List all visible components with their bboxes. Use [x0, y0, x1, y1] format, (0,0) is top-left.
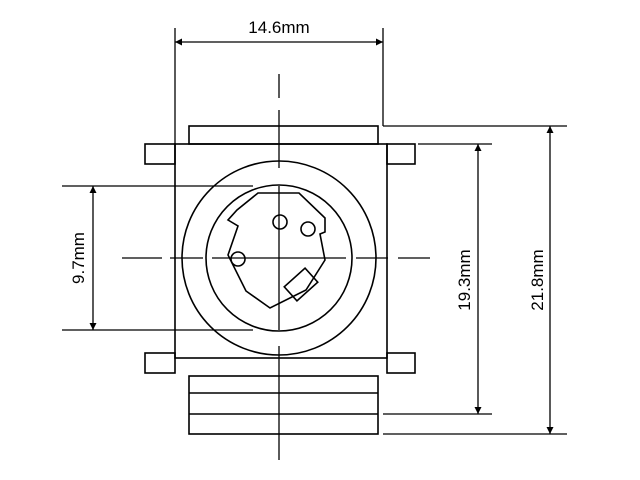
total-height-dimension: 21.8mm — [383, 125, 567, 435]
pin-left — [230, 251, 246, 267]
right-top-tab — [386, 143, 416, 165]
key-slot — [283, 266, 319, 303]
body-height-dimension: 19.3mm — [383, 143, 492, 415]
bottom-block — [188, 375, 379, 435]
connector-outline — [144, 125, 416, 435]
main-body — [174, 143, 388, 359]
left-top-tab — [144, 143, 176, 165]
center-lines — [122, 74, 430, 460]
inner-ring — [205, 184, 353, 332]
pin-top — [272, 214, 288, 230]
mini-din-insert — [226, 192, 326, 309]
body-height-label: 19.3mm — [455, 249, 474, 310]
left-bottom-tab — [144, 352, 176, 374]
width-dimension: 14.6mm — [174, 18, 384, 144]
pin-spacing-dimension: 9.7mm — [62, 185, 253, 331]
total-height-label: 21.8mm — [528, 249, 547, 310]
pin-spacing-label: 9.7mm — [69, 232, 88, 284]
pin-right — [300, 221, 316, 237]
top-lip — [188, 125, 379, 145]
width-label: 14.6mm — [248, 18, 309, 37]
right-bottom-tab — [386, 352, 416, 374]
